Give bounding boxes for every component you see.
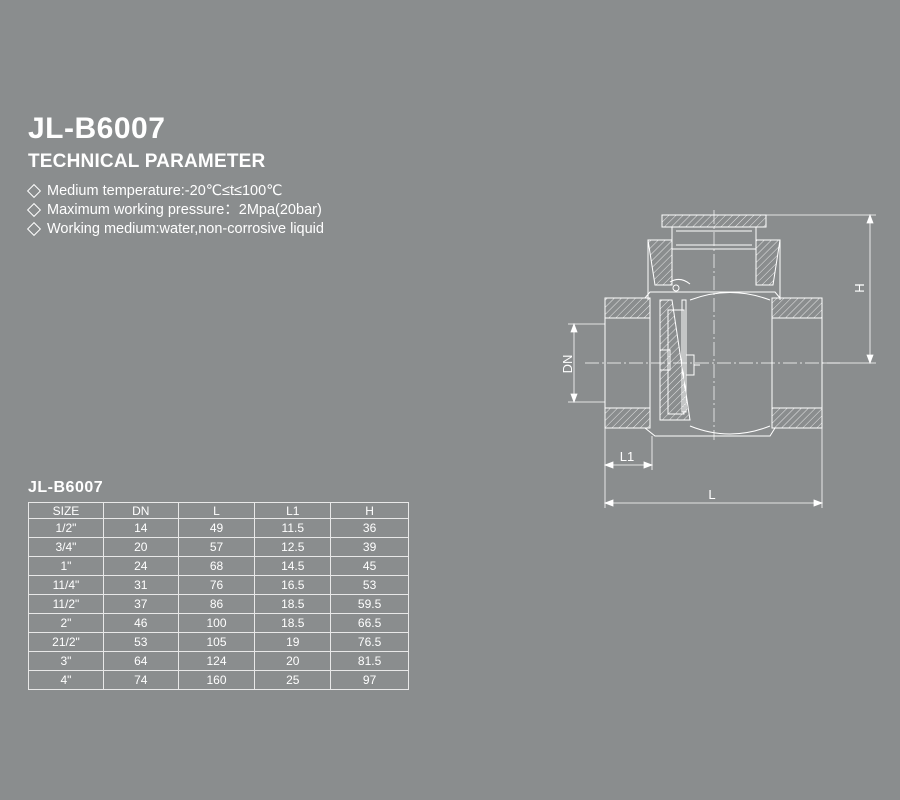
cell-dn: 20 [102, 537, 179, 557]
table-row: 11/4" 31 76 16.5 53 [28, 575, 409, 595]
table-row: 1/2" 14 49 11.5 36 [28, 518, 409, 538]
cell-dn: 24 [102, 556, 179, 576]
cell-dn: 64 [102, 651, 179, 671]
cell-l1: 18.5 [254, 594, 332, 614]
cell-h: 97 [330, 670, 409, 690]
table-row: 4" 74 160 25 97 [28, 670, 409, 690]
header-l: L [177, 502, 256, 519]
diamond-bullet-icon [26, 221, 42, 236]
parameter-item: Medium temperature:-20℃≤t≤100℃ [26, 182, 324, 201]
cell-h: 53 [330, 575, 409, 595]
parameter-item: Maximum working pressure：2Mpa(20bar) [26, 201, 324, 220]
parameter-text: Working medium:water,non-corrosive liqui… [47, 221, 324, 237]
header-dn: DN [102, 502, 179, 519]
table-row: 21/2" 53 105 19 76.5 [28, 632, 409, 652]
cell-dn: 74 [102, 670, 179, 690]
header-size: SIZE [28, 502, 104, 519]
product-title: JL-B6007 [28, 112, 166, 145]
cell-h: 66.5 [330, 613, 409, 633]
cell-l1: 25 [254, 670, 332, 690]
cell-h: 59.5 [330, 594, 409, 614]
cell-size: 3/4" [28, 537, 104, 557]
table-row: 2" 46 100 18.5 66.5 [28, 613, 409, 633]
diamond-bullet-icon [26, 202, 42, 217]
table-row: 3" 64 124 20 81.5 [28, 651, 409, 671]
cell-size: 11/4" [28, 575, 104, 595]
cell-l: 105 [177, 632, 256, 652]
cell-size: 11/2" [28, 594, 104, 614]
cell-l1: 14.5 [254, 556, 332, 576]
parameter-text: Maximum working pressure：2Mpa(20bar) [47, 202, 322, 218]
cell-l1: 19 [254, 632, 332, 652]
cell-l1: 18.5 [254, 613, 332, 633]
dimension-label-dn: DN [560, 355, 575, 374]
parameter-item: Working medium:water,non-corrosive liqui… [26, 220, 324, 239]
cell-h: 39 [330, 537, 409, 557]
table-row: 3/4" 20 57 12.5 39 [28, 537, 409, 557]
cell-h: 45 [330, 556, 409, 576]
cell-dn: 46 [102, 613, 179, 633]
cell-l1: 12.5 [254, 537, 332, 557]
cell-l: 49 [177, 518, 256, 538]
cell-size: 4" [28, 670, 104, 690]
diamond-bullet-icon [26, 183, 42, 198]
cell-h: 81.5 [330, 651, 409, 671]
cell-l: 124 [177, 651, 256, 671]
table-row: 1" 24 68 14.5 45 [28, 556, 409, 576]
cell-l1: 16.5 [254, 575, 332, 595]
dimension-label-h: H [852, 283, 867, 292]
valve-cross-section-drawing: DN H L1 L [560, 210, 876, 508]
cell-size: 2" [28, 613, 104, 633]
cell-l: 160 [177, 670, 256, 690]
cell-l: 100 [177, 613, 256, 633]
cell-dn: 31 [102, 575, 179, 595]
cell-l: 76 [177, 575, 256, 595]
cell-dn: 14 [102, 518, 179, 538]
cell-dn: 37 [102, 594, 179, 614]
dimension-label-l1: L1 [620, 449, 634, 464]
cell-l: 86 [177, 594, 256, 614]
valve-body [604, 214, 823, 437]
cell-dn: 53 [102, 632, 179, 652]
table-header-row: SIZE DN L L1 H [28, 502, 409, 519]
table-title: JL-B6007 [28, 479, 104, 496]
cell-size: 1/2" [28, 518, 104, 538]
header-h: H [330, 502, 409, 519]
cell-h: 36 [330, 518, 409, 538]
parameter-list: Medium temperature:-20℃≤t≤100℃ Maximum w… [26, 182, 324, 239]
table-row: 11/2" 37 86 18.5 59.5 [28, 594, 409, 614]
spec-table: SIZE DN L L1 H 1/2" 14 49 11.5 36 3/4" 2… [28, 502, 409, 690]
dimension-label-l: L [708, 487, 715, 502]
cell-l: 57 [177, 537, 256, 557]
cell-size: 3" [28, 651, 104, 671]
cell-l1: 11.5 [254, 518, 332, 538]
section-subtitle: TECHNICAL PARAMETER [28, 151, 266, 172]
cell-size: 21/2" [28, 632, 104, 652]
cell-l1: 20 [254, 651, 332, 671]
cell-h: 76.5 [330, 632, 409, 652]
parameter-text: Medium temperature:-20℃≤t≤100℃ [47, 183, 283, 199]
centerline [585, 210, 840, 440]
cell-l: 68 [177, 556, 256, 576]
dimension-lines [568, 213, 876, 508]
cell-size: 1" [28, 556, 104, 576]
header-l1: L1 [254, 502, 332, 519]
